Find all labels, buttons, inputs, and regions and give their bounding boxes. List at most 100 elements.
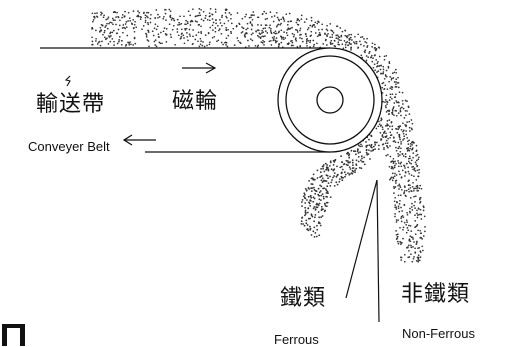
particle-dot <box>379 131 382 134</box>
particle-dot <box>353 150 355 153</box>
particle-dot <box>214 11 217 13</box>
particle-dot <box>410 127 413 130</box>
particle-dot <box>313 236 316 238</box>
particle-dot <box>339 166 342 169</box>
particle-dot <box>313 189 316 191</box>
particle-dot <box>264 24 267 26</box>
return-arrow-icon <box>122 134 156 146</box>
particle-dot <box>259 33 262 36</box>
particle-dot <box>398 135 401 138</box>
particle-dot <box>322 165 324 168</box>
particle-dot <box>391 125 394 127</box>
particle-dot <box>149 17 152 20</box>
particle-dot <box>380 64 382 67</box>
particle-dot <box>221 24 223 27</box>
particle-dot <box>400 114 402 117</box>
particle-dot <box>347 154 350 157</box>
particle-dot <box>269 24 271 27</box>
particle-dot <box>383 87 386 90</box>
particle-dot <box>120 39 123 42</box>
particle-dot <box>326 166 329 169</box>
particle-dot <box>384 99 387 101</box>
particle-dot <box>251 39 254 42</box>
particle-dot <box>386 100 388 103</box>
particle-dot <box>392 137 395 139</box>
particle-dot <box>395 149 398 152</box>
particle-dot <box>401 169 404 172</box>
particle-dot <box>383 148 385 151</box>
particle-dot <box>411 185 414 188</box>
particle-dot <box>322 43 325 45</box>
particle-dot <box>184 23 186 26</box>
particle-dot <box>398 183 401 186</box>
particle-dot <box>186 35 189 38</box>
particle-dot <box>329 23 332 25</box>
particle-dot <box>391 172 394 175</box>
magnetic-roller <box>277 47 383 153</box>
particle-dot <box>395 78 398 81</box>
particle-dot <box>382 68 385 71</box>
particle-dot <box>418 168 421 171</box>
particle-dot <box>291 39 293 42</box>
particle-dot <box>165 28 168 30</box>
particle-dot <box>195 34 198 36</box>
particle-dot <box>145 36 148 38</box>
particle-dot <box>406 213 409 216</box>
particle-dot <box>200 30 202 33</box>
particle-dot <box>269 30 272 32</box>
particle-dot <box>259 37 262 40</box>
particle-dot <box>177 24 179 26</box>
particle-dot <box>309 217 311 220</box>
particle-dot <box>385 94 388 97</box>
particle-dot <box>402 228 404 231</box>
particle-dot <box>414 187 416 190</box>
particle-dot <box>348 39 351 41</box>
particle-dot <box>401 153 404 155</box>
particle-dot <box>246 27 249 30</box>
particle-dot <box>224 41 227 44</box>
particle-dot <box>399 186 402 189</box>
particle-dot <box>147 40 150 42</box>
particle-dot <box>322 164 325 166</box>
particle-dot <box>417 254 420 257</box>
particle-dot <box>366 37 368 40</box>
particle-dot <box>408 224 410 227</box>
particle-dot <box>383 58 386 61</box>
particle-dot <box>371 42 374 45</box>
particle-dot <box>382 72 384 75</box>
particle-dot <box>257 16 260 19</box>
particle-dot <box>345 35 348 38</box>
particle-dot <box>384 136 387 139</box>
particle-dot <box>91 12 94 15</box>
particle-dot <box>328 165 331 167</box>
particle-dot <box>400 141 402 143</box>
particle-dot <box>225 37 228 40</box>
particle-dot <box>144 19 147 22</box>
particle-dot <box>274 32 277 35</box>
particle-dot <box>321 215 324 217</box>
particle-dot <box>424 230 426 233</box>
particle-dot <box>385 106 387 109</box>
particle-dot <box>251 23 253 26</box>
particle-dot <box>224 9 227 12</box>
particle-dot <box>397 153 399 155</box>
particle-dot <box>403 253 406 256</box>
particle-dot <box>222 43 224 46</box>
particle-dot <box>324 33 326 35</box>
particle-dot <box>386 109 389 112</box>
particle-dot <box>336 165 338 168</box>
particle-dot <box>211 24 214 27</box>
particle-dot <box>197 31 200 34</box>
particle-dot <box>385 111 388 113</box>
particle-dot <box>149 21 152 24</box>
particle-dot <box>335 181 338 184</box>
particle-dot <box>408 249 410 252</box>
particle-dot <box>407 166 409 169</box>
particle-dot <box>288 12 291 15</box>
particle-dot <box>211 13 213 16</box>
particle-dot <box>286 34 289 37</box>
particle-dot <box>366 144 369 147</box>
particle-dot <box>230 22 233 25</box>
particle-dot <box>410 236 413 238</box>
particle-dot <box>276 24 279 27</box>
